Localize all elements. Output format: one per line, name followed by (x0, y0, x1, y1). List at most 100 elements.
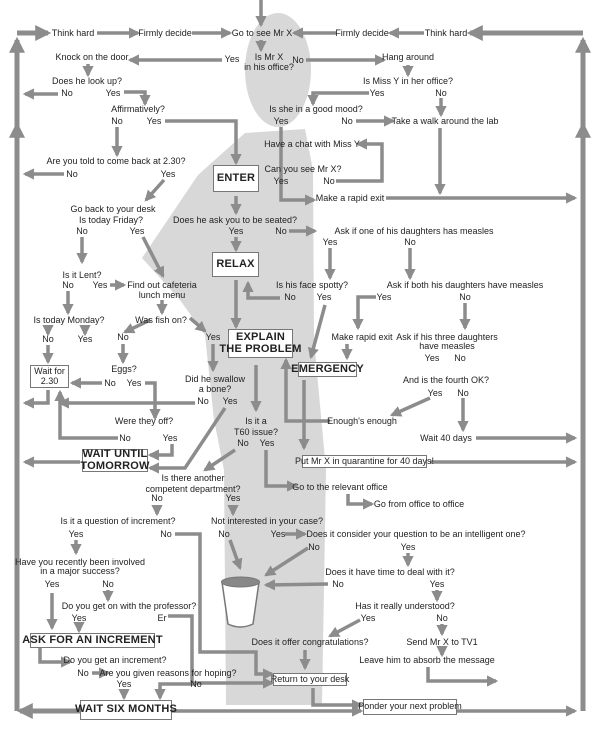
flow-step-label: Go back to your desk (70, 204, 156, 214)
answer-label: No (218, 529, 230, 539)
answer-label: Yes (92, 280, 108, 290)
outcome-box: ASK FOR AN INCREMENT (22, 633, 163, 648)
arrows (8, 0, 592, 720)
outcome-box-text: EMERGENCY (291, 362, 364, 375)
answer-label: Yes (270, 529, 286, 539)
flow-step-label: Can you see Mr X? (264, 164, 342, 174)
outcome-box: RELAX (212, 252, 259, 277)
flow-arrow (228, 539, 243, 571)
flow-step-label: Take a walk around the lab (391, 116, 499, 126)
flow-arrow (147, 407, 227, 474)
outcome-box-text: Put Mr X in quarantine for 40 days! (294, 455, 435, 466)
answer-label: No (61, 88, 73, 98)
flow-arrow (307, 304, 327, 360)
answer-label: Yes (369, 88, 385, 98)
answer-label: No (62, 280, 74, 290)
outcome-box-text: THE PROBLEM (219, 342, 302, 355)
flow-step-label: Make rapid exit (331, 332, 393, 342)
answer-label: Yes (360, 613, 376, 623)
flow-step-label: Does it offer congratulations? (251, 637, 369, 647)
flow-arrow (280, 357, 330, 423)
flow-step-label: Is it a question of increment? (60, 516, 176, 526)
flow-arrow (144, 178, 166, 202)
flow-arrow (175, 532, 275, 680)
outcome-box: EMERGENCY (291, 362, 364, 377)
flow-step-label: Is it Lent? (62, 270, 102, 280)
flow-arrow (145, 381, 161, 421)
flow-step-label: lunch menu (138, 290, 186, 300)
answer-label: No (341, 116, 353, 126)
answer-label: No (111, 116, 123, 126)
flow-step-label: Does he ask you to be seated? (172, 215, 298, 225)
flow-arrow (264, 450, 299, 492)
answer-label: No (160, 529, 172, 539)
answer-label: No (404, 237, 416, 247)
flow-step-label: Think hard (51, 28, 95, 38)
outcome-box-text: Return to your desk (270, 673, 350, 684)
answer-label: Yes (105, 88, 121, 98)
flow-arrow (336, 138, 384, 183)
flow-step-label: Leave him to absorb the message (359, 655, 495, 665)
flow-step-label: Did he swallow (184, 374, 246, 384)
answer-label: No (104, 378, 116, 388)
flow-step-label: Firmly decide (138, 28, 192, 38)
flow-step-label: Hang around (381, 52, 435, 62)
silhouette-body (142, 129, 326, 705)
flow-arrow (165, 119, 242, 166)
flow-arrow (279, 127, 317, 206)
outcome-box-text: Wait for (34, 366, 65, 377)
flow-arrow (168, 614, 275, 689)
flow-step-label: Knock on the door (55, 52, 129, 62)
outcome-box-text: ASK FOR AN INCREMENT (22, 633, 163, 646)
flow-arrow (54, 389, 118, 440)
outcome-box-text: WAIT UNTIL (82, 447, 148, 460)
flow-step-label: Does it have time to deal with it? (325, 567, 455, 577)
flow-step-label: Eggs? (111, 364, 137, 374)
flow-step-label: Has it really understood? (355, 601, 455, 611)
outcome-box-text: Ponder your next problem (358, 701, 462, 712)
answer-label: Yes (44, 579, 60, 589)
flow-step-label: Is there another (161, 473, 225, 483)
answer-label: No (102, 579, 114, 589)
answer-label: Yes (162, 433, 178, 443)
flow-step-label: Send Mr X to TV1 (406, 637, 478, 647)
flow-step-label: And is the fourth OK? (402, 375, 490, 385)
flow-step-label: Does it consider your question to be an … (306, 529, 526, 539)
answer-label: No (275, 226, 287, 236)
answer-label: Yes (400, 542, 416, 552)
flow-step-label: Does he look up? (51, 76, 123, 86)
answer-label: Yes (316, 292, 332, 302)
flow-arrow (122, 318, 151, 334)
flow-step-label: T60 issue? (233, 427, 279, 437)
flow-step-label: Is today Monday? (33, 315, 105, 325)
flow-arrow (22, 390, 50, 409)
answer-label: No (237, 438, 249, 448)
answer-label: No (436, 613, 448, 623)
answer-label: Yes (68, 529, 84, 539)
flow-step-label: Is she in a good mood? (269, 104, 363, 114)
flow-arrow (242, 280, 280, 300)
answer-label: Yes (427, 388, 443, 398)
answer-label: Yes (160, 169, 176, 179)
flow-step-label: in his office? (244, 62, 294, 72)
flow-arrow (311, 688, 364, 711)
flow-step-label: a bone? (198, 384, 232, 394)
flow-step-label: Are you given reasons for hoping? (99, 668, 237, 678)
flow-step-label: Think hard (424, 28, 468, 38)
outcome-box-text: EXPLAIN (235, 330, 286, 343)
flow-step-label: Do you get on with the professor? (61, 601, 197, 611)
flow-step-label: Ask if his three daughters (396, 332, 498, 342)
flow-step-label: competent department? (145, 484, 241, 494)
answer-label: Yes (77, 334, 93, 344)
flow-arrow (124, 90, 151, 107)
answer-label: Yes (126, 378, 142, 388)
answer-label: No (76, 226, 88, 236)
answer-label: No (332, 579, 344, 589)
outcome-box: WAIT SIX MONTHS (75, 700, 177, 720)
flow-step-label: Not interested in your case? (210, 516, 324, 526)
answer-label: Yes (146, 116, 162, 126)
answer-label: Yes (259, 438, 275, 448)
